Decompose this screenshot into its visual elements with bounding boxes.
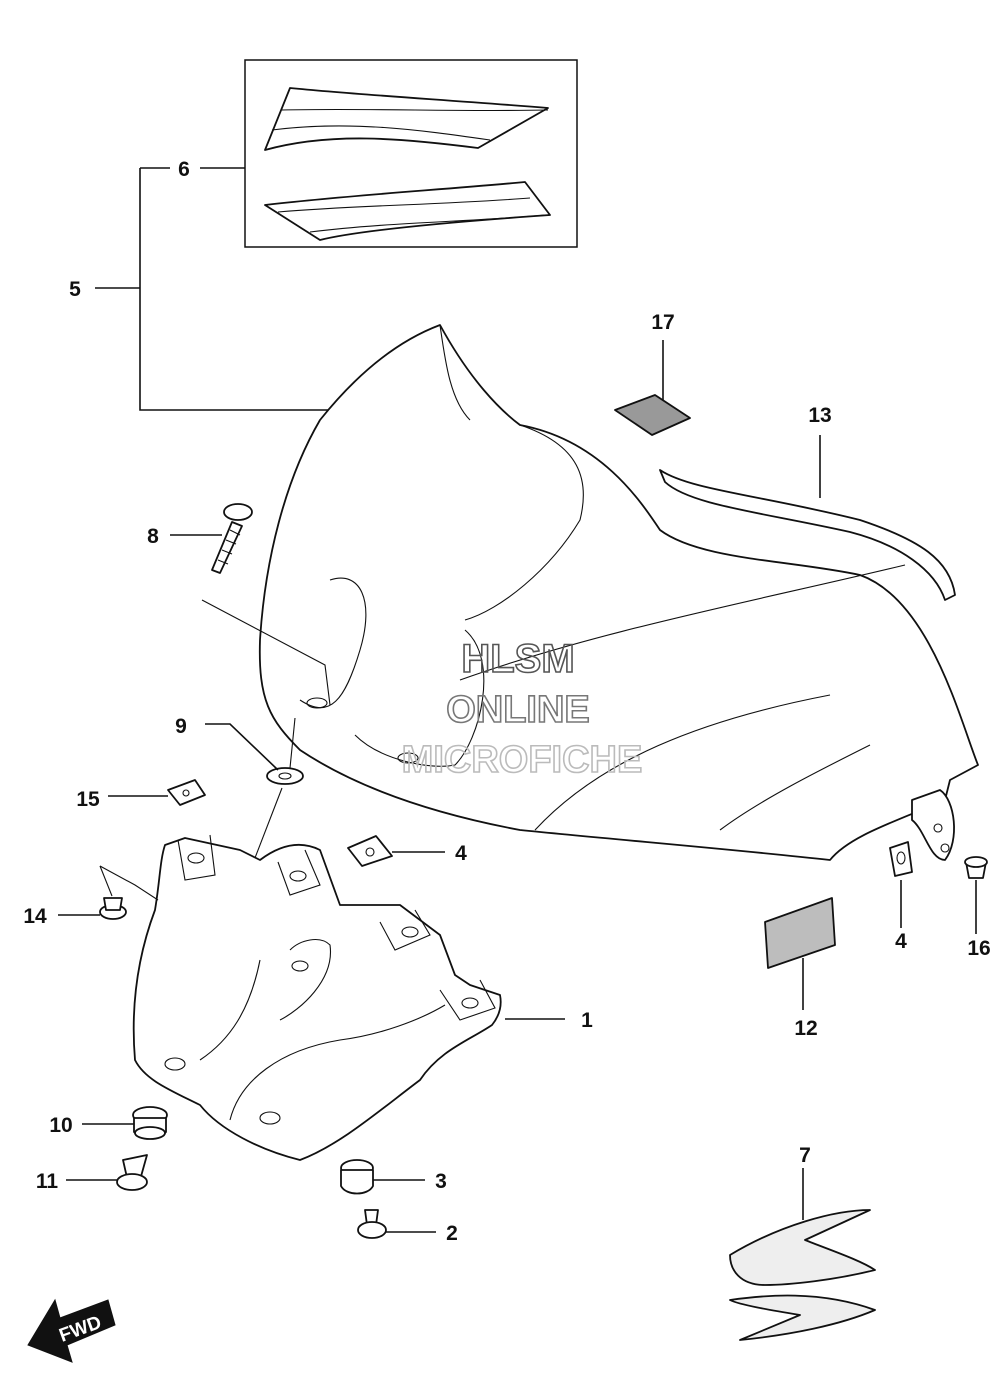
callout-17: 17	[651, 311, 674, 334]
grommet-10	[82, 1106, 168, 1140]
nut-15	[108, 779, 206, 806]
grommet-3	[340, 1159, 425, 1195]
callout-2: 2	[446, 1222, 458, 1245]
callout-11: 11	[36, 1170, 59, 1193]
emblem-7	[729, 1168, 876, 1341]
front-cowl	[258, 324, 979, 861]
callout-5: 5	[69, 278, 81, 301]
collar-11	[66, 1154, 148, 1191]
screw-14	[58, 865, 159, 920]
bracket-lines	[95, 167, 335, 411]
watermark: HLSM ONLINE MICROFICHE	[401, 636, 643, 782]
callout-9: 9	[175, 715, 187, 738]
callouts: 1 2 3 4 4 5 6 7 8 9 10 11 12 13 14 15 16…	[23, 158, 990, 1245]
callout-1: 1	[581, 1009, 593, 1032]
callout-10: 10	[49, 1114, 72, 1137]
trim-strip	[659, 435, 956, 601]
bolt-8	[170, 503, 331, 706]
nut-4-upper	[347, 835, 445, 867]
rivet-16	[964, 856, 988, 934]
watermark-line3: MICROFICHE	[402, 739, 643, 781]
pad-12	[764, 897, 836, 1010]
inner-cover	[132, 834, 565, 1161]
nut-4-lower	[889, 841, 913, 928]
label-17	[614, 340, 691, 436]
watermark-line2: ONLINE	[446, 689, 590, 731]
callout-16: 16	[967, 937, 990, 960]
callout-3: 3	[435, 1170, 447, 1193]
callout-15: 15	[76, 788, 100, 811]
screw-2	[357, 1209, 436, 1239]
decal-set-box	[244, 59, 578, 248]
callout-13: 13	[808, 404, 831, 427]
callout-7: 7	[799, 1144, 811, 1167]
callout-8: 8	[147, 525, 159, 548]
callout-4-lower: 4	[895, 930, 907, 953]
callout-6: 6	[178, 158, 190, 181]
callout-12: 12	[794, 1017, 817, 1040]
fwd-arrow-icon: FWD	[27, 1298, 116, 1363]
callout-14: 14	[23, 905, 47, 928]
callout-4-upper: 4	[455, 842, 467, 865]
watermark-line1: HLSM	[461, 637, 574, 681]
